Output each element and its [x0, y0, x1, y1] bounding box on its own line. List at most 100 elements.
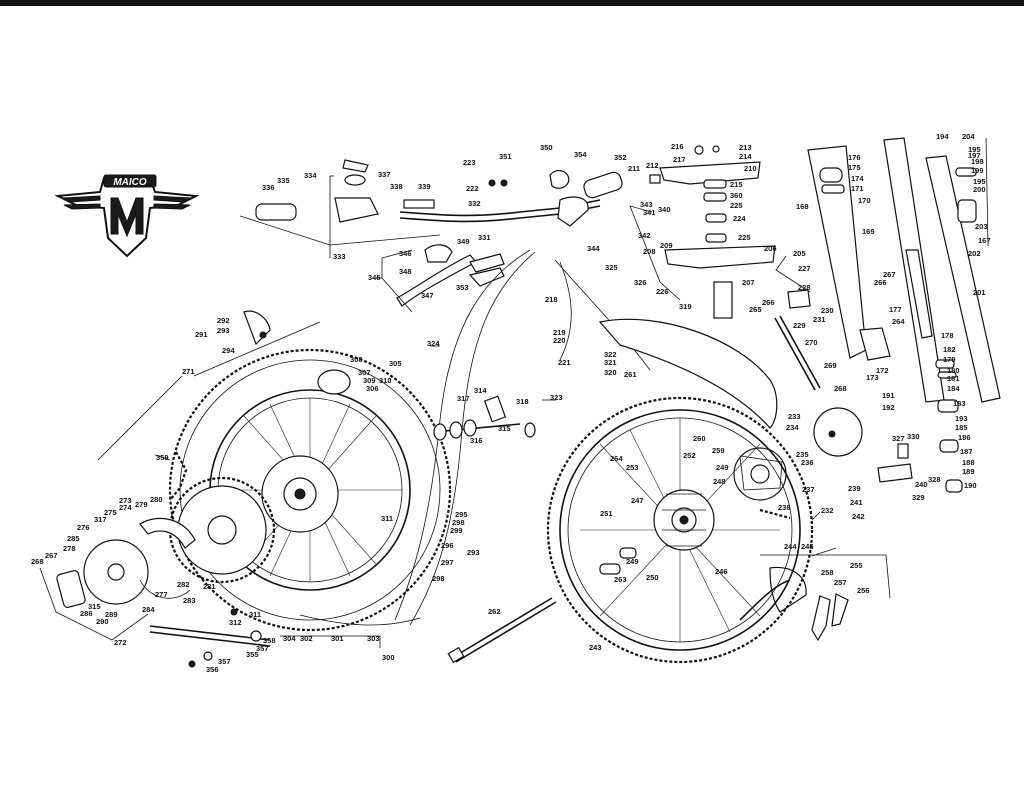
part-number-callout: 257 [834, 578, 847, 587]
part-number-callout: 217 [673, 155, 686, 164]
top-border-line [0, 0, 1024, 6]
part-number-callout: 344 [587, 244, 600, 253]
part-number-callout: 304 [283, 634, 296, 643]
part-number-callout: 290 [96, 617, 109, 626]
part-number-callout: 282 [177, 580, 190, 589]
triple-clamp-assembly [649, 145, 776, 319]
front-wheel [546, 396, 814, 664]
part-number-callout: 244 [784, 542, 797, 551]
part-number-callout: 308 [350, 355, 363, 364]
part-number-callout: 293 [467, 548, 480, 557]
part-number-callout: 342 [638, 231, 651, 240]
part-number-callout: 167 [978, 236, 991, 245]
part-number-callout: 182 [943, 345, 956, 354]
part-number-callout: 210 [744, 164, 757, 173]
part-number-callout: 235 [796, 450, 809, 459]
part-number-callout: 213 [739, 143, 752, 152]
part-number-callout: 176 [848, 153, 861, 162]
rear-brake [56, 517, 271, 668]
part-number-callout: 328 [928, 475, 941, 484]
part-number-callout: 316 [470, 436, 483, 445]
part-number-callout: 220 [553, 336, 566, 345]
part-number-callout: 248 [713, 477, 726, 486]
rear-axle-parts [433, 395, 536, 441]
part-number-callout: 309 [363, 376, 376, 385]
part-number-callout: 325 [605, 263, 618, 272]
part-number-callout: 194 [936, 132, 949, 141]
part-number-callout: 214 [739, 152, 752, 161]
part-number-callout: 259 [712, 446, 725, 455]
part-number-callout: 267 [45, 551, 58, 560]
front-fork [807, 137, 1001, 493]
part-number-callout: 189 [962, 467, 975, 476]
part-number-callout: 301 [331, 634, 344, 643]
part-number-callout: 306 [366, 384, 379, 393]
part-number-callout: 221 [558, 358, 571, 367]
part-number-callout: 360 [730, 191, 743, 200]
part-number-callout: 251 [600, 509, 613, 518]
part-number-callout: 245 [801, 542, 814, 551]
part-number-callout: 197 [968, 151, 981, 160]
part-number-callout: 184 [947, 384, 960, 393]
part-number-callout: 298 [432, 574, 445, 583]
part-number-callout: 300 [382, 653, 395, 662]
part-number-callout: 216 [671, 142, 684, 151]
part-number-callout: 346 [399, 249, 412, 258]
part-number-callout: 170 [858, 196, 871, 205]
part-number-callout: 296 [441, 541, 454, 550]
part-number-callout: 299 [450, 526, 463, 535]
part-number-callout: 169 [862, 227, 875, 236]
part-number-callout: 357 [256, 644, 269, 653]
part-number-callout: 358 [263, 636, 276, 645]
part-number-callout: 347 [421, 291, 434, 300]
part-number-callout: 266 [762, 298, 775, 307]
part-number-callout: 195 [973, 177, 986, 186]
part-number-callout: 340 [658, 205, 671, 214]
part-number-callout: 351 [499, 152, 512, 161]
part-number-callout: 241 [850, 498, 863, 507]
rear-sprocket [168, 451, 276, 584]
front-brake [733, 407, 913, 520]
part-number-callout: 289 [105, 610, 118, 619]
part-number-callout: 263 [614, 575, 627, 584]
part-number-callout: 172 [876, 366, 889, 375]
part-number-callout: 233 [788, 412, 801, 421]
part-number-callout: 315 [88, 602, 101, 611]
part-number-callout: 193 [955, 414, 968, 423]
part-number-callout: 253 [626, 463, 639, 472]
part-number-callout: 262 [488, 607, 501, 616]
handlebar-assembly [255, 159, 623, 307]
part-number-callout: 231 [813, 315, 826, 324]
part-number-callout: 204 [962, 132, 975, 141]
part-number-callout: 261 [624, 370, 637, 379]
part-number-callout: 336 [262, 183, 275, 192]
part-number-callout: 323 [550, 393, 563, 402]
chain-tensioner [243, 310, 271, 346]
part-number-callout: 345 [368, 273, 381, 282]
part-number-callout: 292 [217, 316, 230, 325]
part-number-callout: 315 [498, 424, 511, 433]
part-number-callout: 322 [604, 350, 617, 359]
part-number-callout: 302 [300, 634, 313, 643]
part-number-callout: 341 [643, 208, 656, 217]
part-number-callout: 242 [852, 512, 865, 521]
part-number-callout: 276 [77, 523, 90, 532]
part-number-callout: 240 [915, 480, 928, 489]
part-number-callout: 202 [968, 249, 981, 258]
part-number-callout: 187 [960, 447, 973, 456]
part-number-callout: 225 [738, 233, 751, 242]
part-number-callout: 286 [80, 609, 93, 618]
part-number-callout: 252 [683, 451, 696, 460]
part-number-callout: 247 [631, 496, 644, 505]
part-number-callout: 260 [693, 434, 706, 443]
part-number-callout: 206 [764, 244, 777, 253]
part-number-callout: 211 [628, 164, 640, 173]
part-number-callout: 179 [943, 355, 956, 364]
part-number-callout: 226 [656, 287, 669, 296]
part-number-callout: 181 [947, 374, 960, 383]
part-number-callout: 333 [333, 252, 346, 261]
part-number-callout: 178 [941, 331, 954, 340]
part-number-callout: 320 [604, 368, 617, 377]
